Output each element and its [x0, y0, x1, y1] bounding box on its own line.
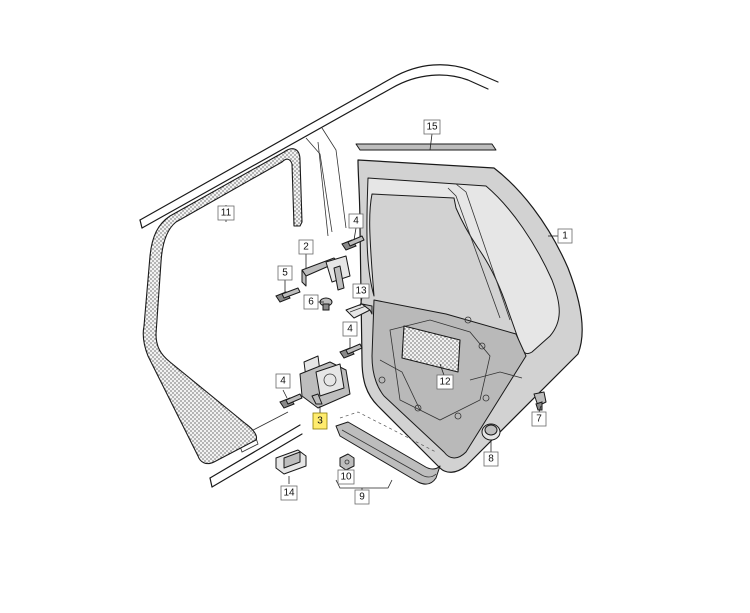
label-4-middle: 4: [342, 321, 358, 337]
svg-text:8: 8: [488, 454, 494, 465]
label-3-highlighted: 3: [312, 412, 328, 430]
label-4-top: 4: [348, 213, 364, 229]
svg-text:11: 11: [221, 208, 232, 219]
svg-text:1: 1: [562, 231, 568, 242]
bolt-4-lower: [279, 393, 303, 409]
svg-text:2: 2: [303, 242, 309, 253]
svg-text:4: 4: [280, 376, 286, 387]
insulation-pad-12: [401, 325, 461, 373]
label-10: 10: [337, 469, 355, 485]
cap-14: [275, 449, 307, 475]
label-9: 9: [354, 489, 370, 505]
label-11: 11: [217, 205, 235, 221]
lower-hinge-3: [299, 355, 351, 409]
guide-strip-15: [355, 143, 497, 151]
clip-7: [533, 391, 547, 411]
svg-text:4: 4: [347, 324, 353, 335]
bolt-4-top: [341, 235, 365, 251]
check-strap-13: [345, 303, 373, 319]
svg-text:5: 5: [282, 268, 288, 279]
door-seal-9-inner: [341, 429, 437, 478]
svg-text:9: 9: [359, 492, 365, 503]
leader-lines: [225, 133, 558, 492]
bush-6: [319, 297, 333, 311]
bolt-5: [275, 287, 301, 303]
label-2: 2: [298, 239, 314, 255]
door-seal-11: [142, 148, 303, 465]
label-13: 13: [352, 283, 370, 299]
upper-hinge-2: [301, 255, 351, 291]
svg-text:7: 7: [536, 414, 542, 425]
door-seal-9: [335, 421, 441, 485]
label-1: 1: [557, 228, 573, 244]
label-15: 15: [423, 119, 441, 135]
svg-text:12: 12: [439, 377, 451, 388]
svg-text:6: 6: [308, 297, 314, 308]
label-12: 12: [436, 374, 454, 390]
label-14: 14: [280, 485, 298, 501]
label-4-lower: 4: [275, 373, 291, 389]
bolt-4-middle: [339, 343, 363, 359]
nut-10: [339, 453, 355, 471]
car-body-outline: [139, 64, 499, 488]
grommet-8: [481, 423, 501, 441]
svg-text:15: 15: [426, 122, 438, 133]
svg-text:10: 10: [340, 472, 352, 483]
label-7: 7: [531, 411, 547, 427]
svg-text:3: 3: [317, 416, 323, 427]
label-5: 5: [277, 265, 293, 281]
label-6: 6: [303, 294, 319, 310]
svg-text:4: 4: [353, 216, 359, 227]
svg-text:14: 14: [283, 488, 295, 499]
label-8: 8: [483, 451, 499, 467]
svg-text:13: 13: [355, 286, 367, 297]
rear-door-1: [357, 159, 583, 473]
